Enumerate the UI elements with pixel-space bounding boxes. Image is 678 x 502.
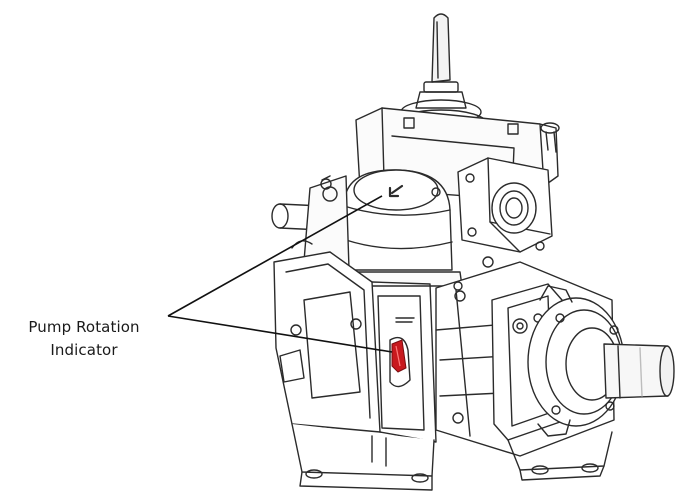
- rotation-arrow-icon: [388, 184, 404, 198]
- callout-label-line1: Pump Rotation: [28, 318, 140, 336]
- callout-label-line2: Indicator: [50, 341, 118, 359]
- callout-leader-lines: [167, 195, 393, 353]
- output-shaft: [603, 343, 675, 399]
- red-rotation-indicator: [391, 339, 407, 373]
- outlet-port: [457, 157, 553, 253]
- leader-line-to-indicator: [167, 315, 393, 353]
- fittings: [320, 175, 494, 291]
- base-feet: [291, 423, 613, 491]
- callout-label: Pump Rotation Indicator: [0, 316, 168, 362]
- leader-line-to-dome: [167, 195, 383, 317]
